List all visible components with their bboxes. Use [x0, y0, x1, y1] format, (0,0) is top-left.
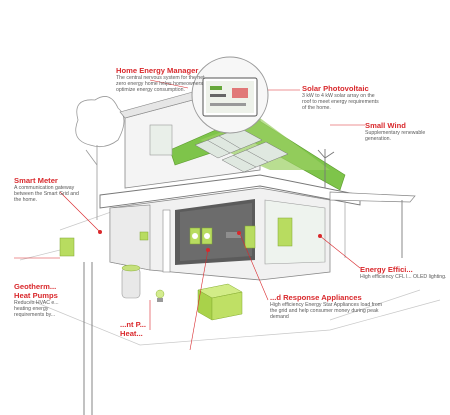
water-heater-icon	[121, 264, 141, 299]
efficient-desc: High efficiency CFL l... OLED lighting.	[360, 274, 447, 280]
label-geothermal: Geotherm... Heat Pumps Reduces HVAC e...…	[14, 282, 74, 319]
label-demand-response: ...d Response Appliances High efficiency…	[270, 293, 390, 321]
label-smart-meter: Smart Meter A communication gateway betw…	[14, 176, 80, 204]
tree-icon	[75, 96, 125, 220]
label-home-energy-manager: Home Energy Manager The central nervous …	[116, 66, 208, 94]
efficient-title: Energy Effici...	[360, 265, 413, 274]
wind-title: Small Wind	[365, 121, 406, 130]
light-bulb-icon	[155, 289, 165, 302]
geo-title: Geotherm... Heat Pumps	[14, 282, 58, 300]
geo-desc: Reduces HVAC e... heating energy require…	[14, 300, 59, 319]
hem-title: Home Energy Manager	[116, 66, 199, 75]
leader-dots	[98, 230, 322, 252]
battery-box-icon	[197, 283, 243, 321]
wind-desc: Supplementary renewable generation.	[365, 130, 426, 143]
appliances	[189, 217, 293, 249]
hem-desc: The central nervous system for the net z…	[116, 75, 205, 94]
meter-title: Smart Meter	[14, 176, 58, 185]
solar-title: Solar Photovoltaic	[302, 84, 369, 93]
demand-desc: High efficiency Energy Star Appliances l…	[270, 302, 383, 321]
label-small-wind: Small Wind Supplementary renewable gener…	[365, 121, 440, 142]
solar-desc: 3 kW to 4 kW solar array on the roof to …	[302, 93, 379, 112]
leader-lines	[14, 79, 365, 351]
demand-title: ...d Response Appliances	[270, 293, 362, 302]
wind-turbine-icon	[317, 149, 335, 188]
label-water-heater: ...nt P... Heat...	[120, 320, 160, 338]
label-energy-efficient: Energy Effici... High efficiency CFL l..…	[360, 265, 448, 280]
hem-magnifier	[191, 56, 269, 134]
smart-meter-icon	[139, 231, 149, 241]
solar-panels	[194, 127, 289, 173]
meter-box	[59, 237, 75, 257]
label-solar-photovoltaic: Solar Photovoltaic 3 kW to 4 kW solar ar…	[302, 84, 380, 112]
meter-desc: A communication gateway between the Smar…	[14, 185, 79, 204]
water-title: ...nt P... Heat...	[120, 320, 147, 338]
geothermal-pipes	[83, 262, 93, 415]
